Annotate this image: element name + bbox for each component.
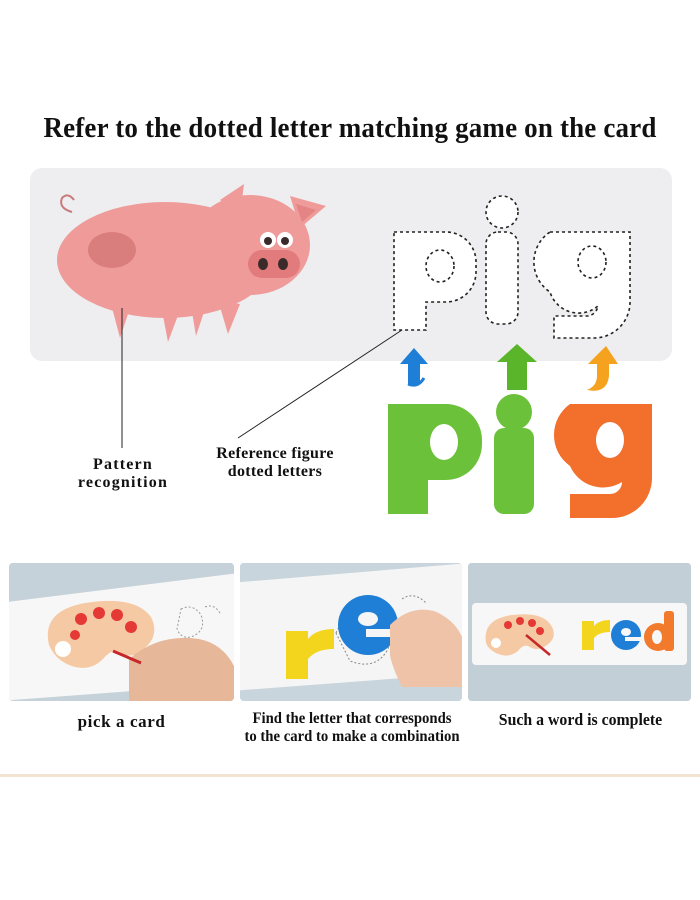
pig-illustration (57, 184, 326, 342)
step1-caption: pick a card (77, 712, 166, 731)
hero-illustration (57, 184, 652, 518)
reference-label-line2: dotted letters (227, 463, 323, 480)
step2-caption-line2: to the card to make a combination (244, 728, 460, 745)
reference-leader-line (237, 329, 403, 439)
wooden-letter-r (286, 629, 334, 679)
bottom-divider (0, 774, 700, 777)
palette-icon (47, 600, 155, 668)
completed-word-red (582, 611, 674, 651)
wooden-letter-p (388, 404, 482, 514)
headline: Refer to the dotted letter matching game… (43, 112, 657, 144)
pattern-label-line1: Pattern (93, 456, 153, 473)
arrow-blue-icon (400, 348, 428, 387)
reference-figure-label: Reference figure dotted letters (190, 445, 360, 481)
step-photo-combine-letters (240, 563, 462, 701)
arrow-orange-icon (587, 346, 618, 391)
wooden-letter-i (494, 394, 534, 514)
palette-small-icon (485, 614, 554, 656)
dotted-letters (393, 195, 631, 339)
pattern-recognition-label: Pattern recognition (48, 456, 198, 492)
step3-caption: Such a word is complete (498, 710, 663, 729)
pattern-label-line2: recognition (77, 474, 169, 491)
step2-caption: Find the letter that corresponds to the … (232, 710, 471, 746)
step-photo-word-complete (468, 563, 691, 701)
wooden-letter-g (553, 404, 652, 518)
reference-label-line1: Reference figure (216, 445, 334, 462)
arrow-green-icon (497, 344, 537, 390)
step-photo-pick-card (9, 563, 234, 701)
step2-caption-line1: Find the letter that corresponds (252, 710, 452, 727)
wooden-letter-e (338, 595, 400, 655)
